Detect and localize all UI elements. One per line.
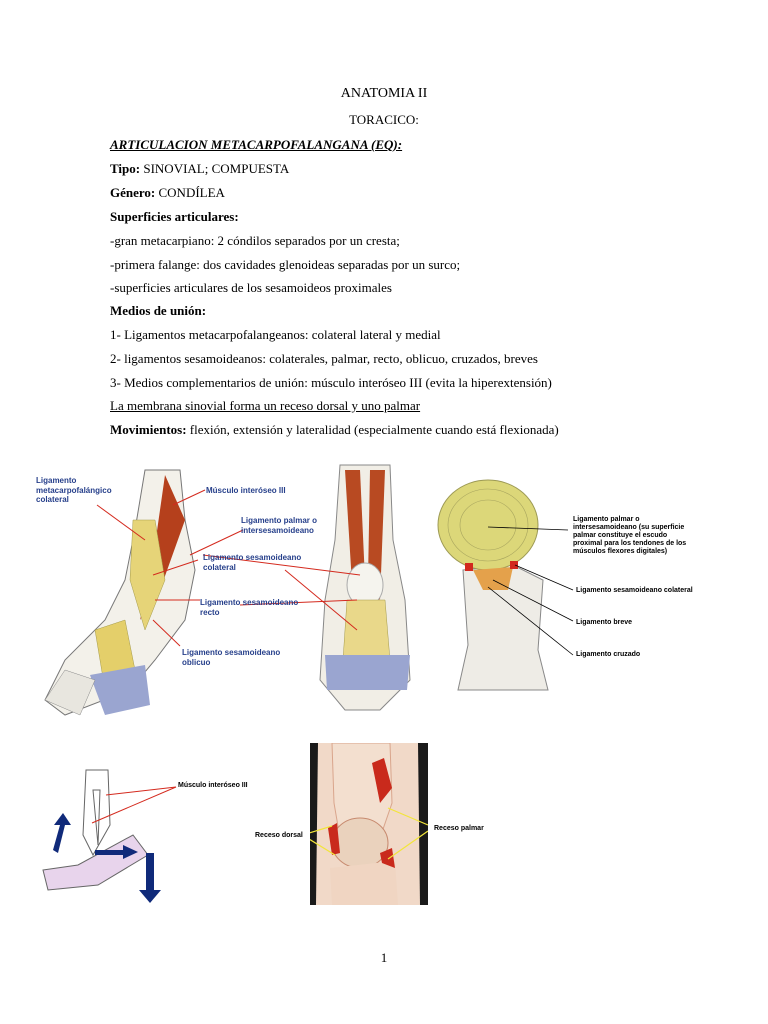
membrana-line: La membrana sinovial forma un receso dor… <box>110 398 421 413</box>
movimientos-value: flexión, extensión y lateralidad (especi… <box>186 422 559 437</box>
medios-item: 2- ligamentos sesamoideanos: colaterales… <box>110 351 538 366</box>
label-musculo-interoseo-2: Músculo interóseo III <box>178 782 248 789</box>
tipo-line: Tipo: SINOVIAL; COMPUESTA <box>110 161 289 177</box>
label-ses-oblicuo: Ligamento sesamoideano oblicuo <box>182 648 281 667</box>
genero-value: CONDÍLEA <box>155 185 225 200</box>
section-heading: ARTICULACION METACARPOFALANGANA (EQ): <box>110 137 403 152</box>
label-ses-colateral-2: Ligamento sesamoideano colateral <box>576 587 693 594</box>
superficie-item: -superficies articulares de los sesamoid… <box>110 280 392 295</box>
genero-label: Género: <box>110 185 156 200</box>
superficie-item: -gran metacarpiano: 2 cóndilos separados… <box>110 233 400 248</box>
figure-sagittal-section <box>310 743 428 905</box>
medios-heading: Medios de unión: <box>110 303 207 318</box>
page-number: 1 <box>380 950 388 965</box>
movimientos-label: Movimientos: <box>110 422 187 437</box>
label-lig-palmar: Ligamento palmar o intersesamoideano <box>241 516 318 535</box>
superficie-item: -primera falange: dos cavidades glenoide… <box>110 257 461 272</box>
figure-schematic <box>42 769 177 903</box>
tipo-label: Tipo: <box>110 161 141 176</box>
label-musculo-interoseo: Músculo interóseo III <box>206 486 286 495</box>
tipo-value: SINOVIAL; COMPUESTA <box>140 161 290 176</box>
medios-item: 3- Medios complementarios de unión: músc… <box>110 375 552 390</box>
document-title: ANATOMIA II <box>340 86 428 101</box>
label-lig-cruzado: Ligamento cruzado <box>576 651 641 658</box>
label-ses-recto: Ligamento sesamoideano recto <box>200 598 299 617</box>
label-receso-palmar: Receso palmar <box>434 825 484 832</box>
label-receso-dorsal: Receso dorsal <box>255 832 303 839</box>
label-lig-palmar-detail: Ligamento palmar o intersesamoideano (su… <box>573 516 687 555</box>
medios-item: 1- Ligamentos metacarpofalangeanos: cola… <box>110 327 441 342</box>
superficies-heading: Superficies articulares: <box>110 209 239 224</box>
document-subtitle: TORACICO: <box>349 112 419 127</box>
label-ses-colateral: Ligamento sesamoideano colateral <box>203 553 302 572</box>
figure-lateral-limb <box>44 464 411 716</box>
label-lig-breve: Ligamento breve <box>576 619 633 626</box>
genero-line: Género: CONDÍLEA <box>110 185 225 201</box>
figure-proximal-view <box>437 479 574 691</box>
movimientos-line: Movimientos: flexión, extensión y latera… <box>110 422 559 438</box>
label-lig-meta: Ligamento metacarpofalángico colateral <box>36 476 112 504</box>
